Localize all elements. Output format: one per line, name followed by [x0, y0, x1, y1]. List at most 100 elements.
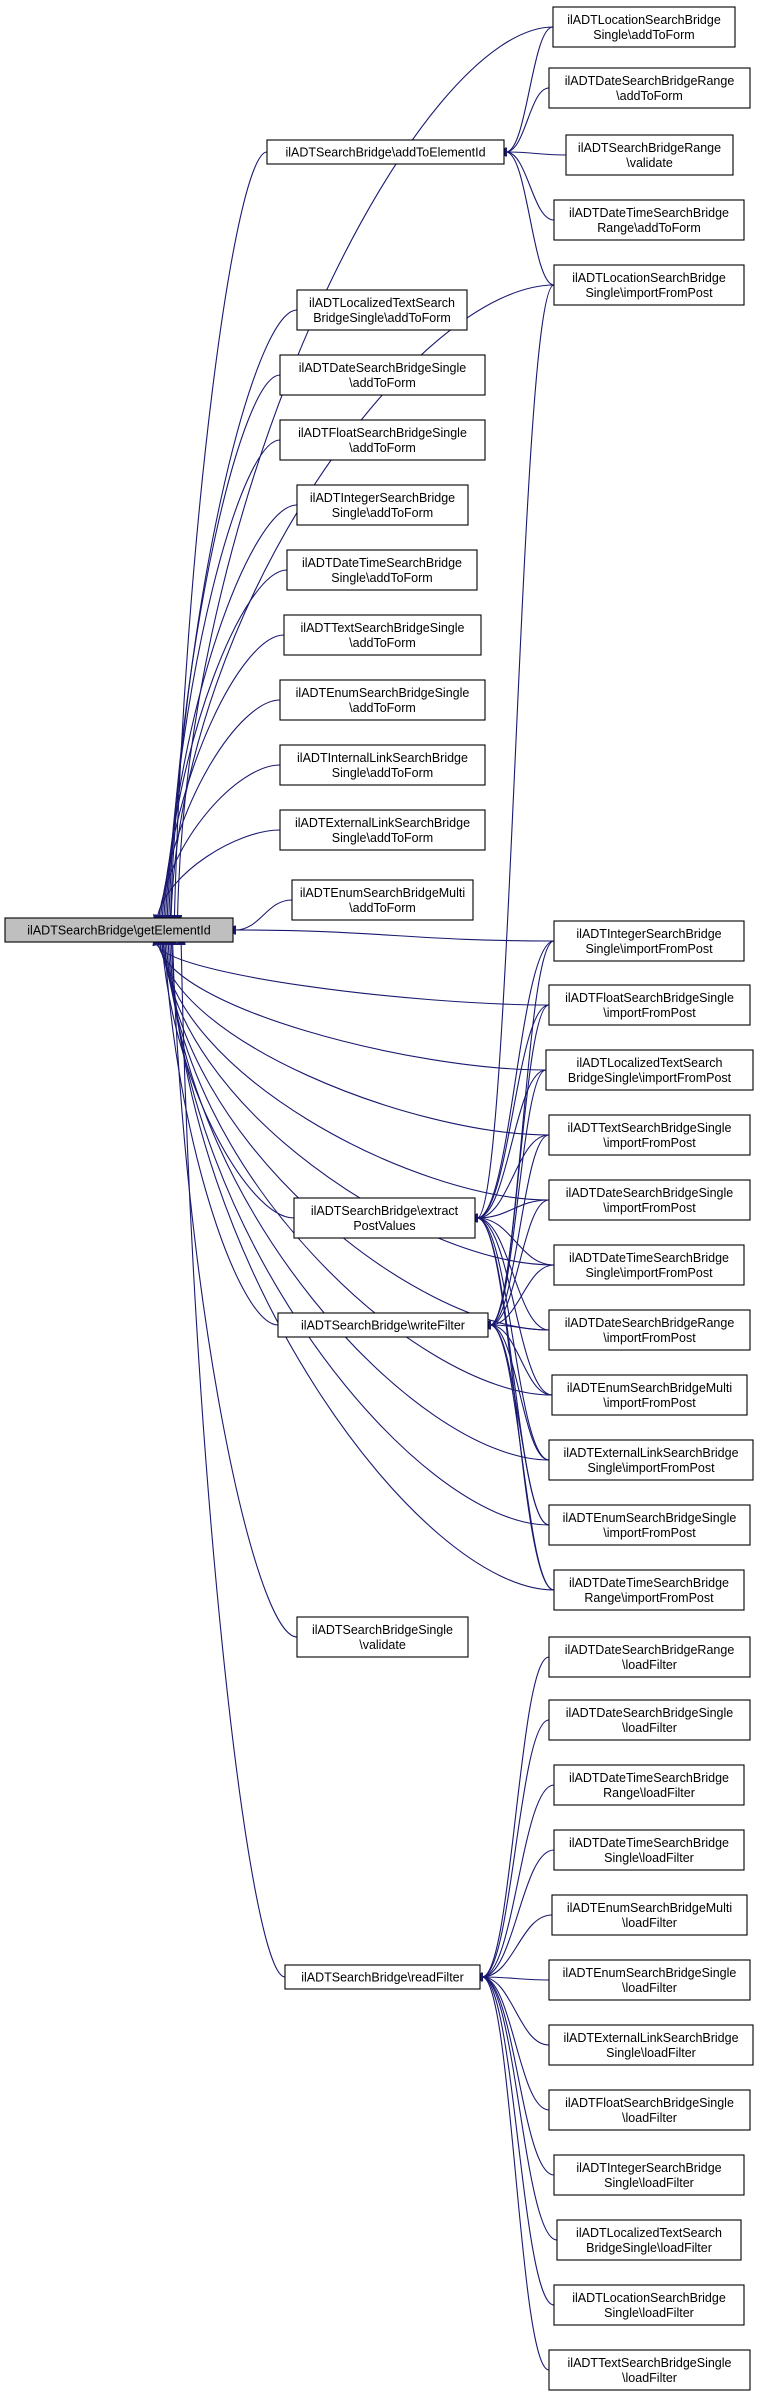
node-label-line: ilADTDateTimeSearchBridge: [569, 206, 729, 220]
node-loc-text-import[interactable]: ilADTLocalizedTextSearchBridgeSingle\imp…: [545, 1049, 754, 1091]
node-box: [279, 354, 486, 396]
node-date-range-import[interactable]: ilADTDateSearchBridgeRange\importFromPos…: [548, 1309, 751, 1351]
node-int-link-add-to-form[interactable]: ilADTInternalLinkSearchBridgeSingle\addT…: [279, 744, 486, 786]
node-read-filter[interactable]: ilADTSearchBridge\readFilter: [284, 1964, 481, 1990]
node-box: [548, 984, 751, 1026]
node-label-line: ilADTTextSearchBridgeSingle: [568, 2356, 732, 2370]
edge-loc-text-load-to-read-filter: [482, 1977, 558, 2241]
node-label-line: ilADTSearchBridge\writeFilter: [301, 1319, 465, 1333]
node-box: [296, 1616, 469, 1658]
node-box: [551, 1894, 748, 1936]
node-label-line: ilADTSearchBridge\getElementId: [27, 924, 210, 938]
edge-dt-single-import-to-write-filter: [490, 1264, 555, 1325]
edge-loc-text-import-to-root: [159, 944, 547, 1071]
node-date-single-import[interactable]: ilADTDateSearchBridgeSingle\importFromPo…: [548, 1179, 751, 1221]
node-label-line: ilADTDateTimeSearchBridge: [569, 1771, 729, 1785]
node-date-range-load[interactable]: ilADTDateSearchBridgeRange\loadFilter: [548, 1636, 751, 1678]
node-label-line: ilADTEnumSearchBridgeMulti: [567, 1381, 732, 1395]
node-dt-single-import[interactable]: ilADTDateTimeSearchBridgeSingle\importFr…: [553, 1244, 745, 1286]
node-label-line: ilADTSearchBridge\readFilter: [301, 1971, 464, 1985]
node-box: [556, 2219, 742, 2261]
edge-text-single-load-to-read-filter: [482, 1977, 550, 2371]
node-int-single-import[interactable]: ilADTIntegerSearchBridgeSingle\importFro…: [553, 920, 745, 962]
node-label-line: \loadFilter: [622, 1916, 677, 1930]
node-box: [548, 1959, 751, 2001]
node-box: [548, 1309, 751, 1351]
node-write-filter[interactable]: ilADTSearchBridge\writeFilter: [277, 1312, 489, 1338]
node-float-single-add-to-form[interactable]: ilADTFloatSearchBridgeSingle\addToForm: [279, 419, 486, 461]
node-dt-range-load[interactable]: ilADTDateTimeSearchBridgeRange\loadFilte…: [553, 1764, 745, 1806]
node-loc-single-add-to-form[interactable]: ilADTLocationSearchBridgeSingle\addToFor…: [552, 6, 736, 48]
node-loc-single-load[interactable]: ilADTLocationSearchBridgeSingle\loadFilt…: [553, 2284, 745, 2326]
edge-loc-text-import-to-write-filter: [490, 1069, 547, 1325]
node-box: [548, 1179, 751, 1221]
node-label-line: Range\importFromPost: [584, 1591, 714, 1605]
node-enum-single-add-to-form[interactable]: ilADTEnumSearchBridgeSingle\addToForm: [279, 679, 486, 721]
node-bs-validate[interactable]: ilADTSearchBridgeSingle\validate: [296, 1616, 469, 1658]
node-box: [279, 419, 486, 461]
edge-dt-single-add-to-form-to-root: [164, 569, 288, 916]
node-float-single-import[interactable]: ilADTFloatSearchBridgeSingle\importFromP…: [548, 984, 751, 1026]
node-box: [548, 1699, 751, 1741]
edge-loc-single-import-to-root: [171, 284, 555, 916]
edge-bridge-range-validate-to-add-to-element-id: [506, 152, 567, 155]
node-enum-multi-load[interactable]: ilADTEnumSearchBridgeMulti\loadFilter: [551, 1894, 748, 1936]
node-loc-text-add-to-form[interactable]: ilADTLocalizedTextSearchBridgeSingle\add…: [296, 289, 468, 331]
node-label-line: Single\loadFilter: [604, 2306, 694, 2320]
node-dt-single-add-to-form[interactable]: ilADTDateTimeSearchBridgeSingle\addToFor…: [286, 549, 478, 591]
edge-int-single-import-to-extract-post-values: [477, 940, 555, 1218]
node-text-single-import[interactable]: ilADTTextSearchBridgeSingle\importFromPo…: [548, 1114, 751, 1156]
edge-text-single-import-to-root: [160, 944, 550, 1136]
node-loc-single-import[interactable]: ilADTLocationSearchBridgeSingle\importFr…: [553, 264, 745, 306]
node-label-line: \addToForm: [349, 636, 416, 650]
node-ext-link-load[interactable]: ilADTExternalLinkSearchBridgeSingle\load…: [548, 2024, 754, 2066]
node-label-line: \validate: [626, 156, 673, 170]
node-add-to-element-id[interactable]: ilADTSearchBridge\addToElementId: [266, 139, 505, 165]
node-ext-link-import[interactable]: ilADTExternalLinkSearchBridgeSingle\impo…: [548, 1439, 754, 1481]
node-int-single-load[interactable]: ilADTIntegerSearchBridgeSingle\loadFilte…: [553, 2154, 745, 2196]
edge-dt-single-load-to-read-filter: [482, 1849, 555, 1977]
node-text-single-load[interactable]: ilADTTextSearchBridgeSingle\loadFilter: [548, 2349, 751, 2391]
node-label-line: ilADTFloatSearchBridgeSingle: [298, 426, 467, 440]
node-dt-range-import[interactable]: ilADTDateTimeSearchBridgeRange\importFro…: [553, 1569, 745, 1611]
node-date-range-add-to-form[interactable]: ilADTDateSearchBridgeRange\addToForm: [548, 67, 751, 109]
node-root[interactable]: ilADTSearchBridge\getElementId: [4, 917, 234, 943]
node-box: [548, 2349, 751, 2391]
node-box: [553, 1244, 745, 1286]
node-enum-single-load[interactable]: ilADTEnumSearchBridgeSingle\loadFilter: [548, 1959, 751, 2001]
node-loc-text-load[interactable]: ilADTLocalizedTextSearchBridgeSingle\loa…: [556, 2219, 742, 2261]
node-box: [293, 1197, 476, 1239]
node-float-single-load[interactable]: ilADTFloatSearchBridgeSingle\loadFilter: [548, 2089, 751, 2131]
node-enum-single-import[interactable]: ilADTEnumSearchBridgeSingle\importFromPo…: [548, 1504, 751, 1546]
node-label-line: ilADTLocationSearchBridge: [567, 13, 721, 27]
node-box: [553, 1829, 745, 1871]
node-date-single-add-to-form[interactable]: ilADTDateSearchBridgeSingle\addToForm: [279, 354, 486, 396]
edge-loc-text-import-to-extract-post-values: [477, 1069, 547, 1218]
edge-float-single-add-to-form-to-root: [167, 439, 281, 916]
node-label-line: Range\addToForm: [597, 221, 701, 235]
node-label-line: ilADTEnumSearchBridgeSingle: [563, 1966, 737, 1980]
edge-text-single-add-to-form-to-root: [162, 634, 285, 916]
node-box: [548, 1636, 751, 1678]
edge-ext-link-add-to-form-to-root: [158, 829, 281, 916]
node-label-line: Single\importFromPost: [585, 1266, 713, 1280]
edge-date-range-add-to-form-to-add-to-element-id: [506, 87, 550, 152]
node-ext-link-add-to-form[interactable]: ilADTExternalLinkSearchBridgeSingle\addT…: [279, 809, 486, 851]
node-date-single-load[interactable]: ilADTDateSearchBridgeSingle\loadFilter: [548, 1699, 751, 1741]
node-label-line: ilADTFloatSearchBridgeSingle: [565, 2096, 734, 2110]
node-label-line: ilADTEnumSearchBridgeMulti: [567, 1901, 732, 1915]
node-box: [284, 1964, 481, 1990]
edge-dt-range-import-to-write-filter: [490, 1325, 555, 1591]
edge-ext-link-load-to-read-filter: [482, 1977, 550, 2046]
edge-text-single-import-to-write-filter: [490, 1134, 550, 1325]
node-text-single-add-to-form[interactable]: ilADTTextSearchBridgeSingle\addToForm: [283, 614, 482, 656]
node-dt-single-load[interactable]: ilADTDateTimeSearchBridgeSingle\loadFilt…: [553, 1829, 745, 1871]
node-enum-multi-import[interactable]: ilADTEnumSearchBridgeMulti\importFromPos…: [551, 1374, 748, 1416]
node-enum-multi-add-to-form[interactable]: ilADTEnumSearchBridgeMulti\addToForm: [291, 879, 474, 921]
node-label-line: \addToForm: [349, 376, 416, 390]
edge-int-single-import-to-root: [235, 930, 555, 942]
node-bridge-range-validate[interactable]: ilADTSearchBridgeRange\validate: [565, 134, 734, 176]
